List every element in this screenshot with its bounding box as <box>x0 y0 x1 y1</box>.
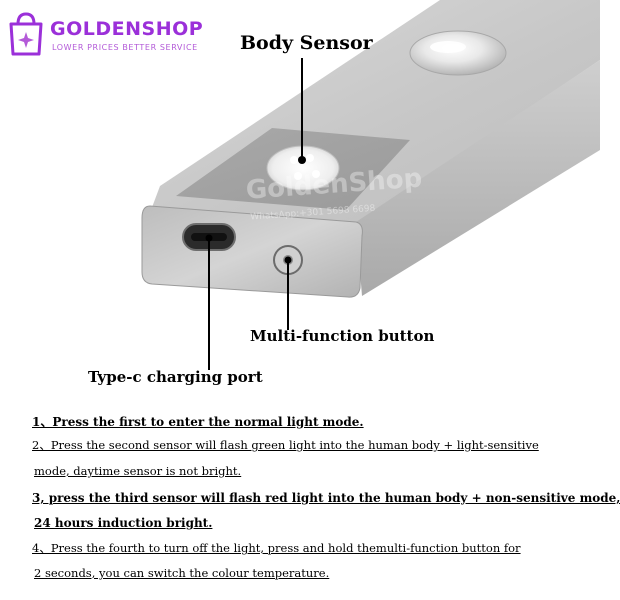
instruction-step-2-line-1: 2、Press the second sensor will flash gre… <box>32 438 539 452</box>
product-photo: GoldenShop WhatsApp:+301 5698 6698 <box>141 0 600 370</box>
brand-tagline: LOWER PRICES BETTER SERVICE <box>52 43 198 52</box>
logo: GOLDENSHOP LOWER PRICES BETTER SERVICE <box>6 8 216 58</box>
instruction-step-4-line-2: 2 seconds, you can switch the colour tem… <box>34 566 330 580</box>
multi-function-button-label: Multi-function button <box>250 327 435 345</box>
bar-side-face <box>356 60 600 296</box>
brand-name: GOLDENSHOP <box>50 18 204 40</box>
typec-port-label: Type-c charging port <box>88 368 263 386</box>
instruction-step-2-line-2: mode, daytime sensor is not bright. <box>34 464 242 478</box>
body-sensor-label: Body Sensor <box>240 32 373 54</box>
instruction-step-3-line-2: 24 hours induction bright. <box>34 516 213 530</box>
instruction-step-4-line-1: 4、Press the fourth to turn off the light… <box>32 541 521 555</box>
instruction-step-3-line-1: 3, press the third sensor will flash red… <box>32 491 620 505</box>
lens <box>409 30 507 76</box>
instruction-step-1: 1、Press the first to enter the normal li… <box>32 415 364 429</box>
shopping-bag-icon <box>9 12 43 56</box>
